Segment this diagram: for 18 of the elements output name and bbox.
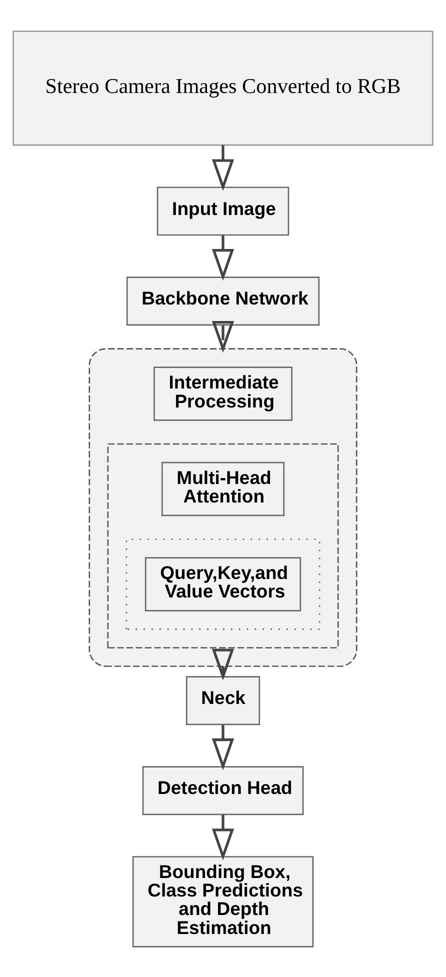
- node-box: Detection Head: [142, 766, 304, 815]
- node-box: Neck: [186, 676, 260, 725]
- cluster: [88, 348, 358, 666]
- node-box: Multi-Head Attention: [161, 461, 285, 516]
- node-box: Query,Key,and Value Vectors: [144, 556, 302, 611]
- arrow: [212, 144, 234, 190]
- node-box: Input Image: [156, 186, 290, 236]
- arrow: [212, 814, 234, 860]
- arrow: [212, 234, 234, 280]
- node-box: Intermediate Processing: [154, 366, 292, 420]
- node-box: Stereo Camera Images Converted to RGB: [12, 30, 434, 146]
- arrow: [212, 724, 234, 770]
- cluster: [107, 442, 339, 648]
- node-box: Backbone Network: [126, 276, 320, 326]
- node-box: Bounding Box, Class Predictions and Depth Estimation: [132, 856, 314, 947]
- arrow: [212, 648, 234, 680]
- cluster: [126, 538, 320, 630]
- arrow: [212, 320, 234, 352]
